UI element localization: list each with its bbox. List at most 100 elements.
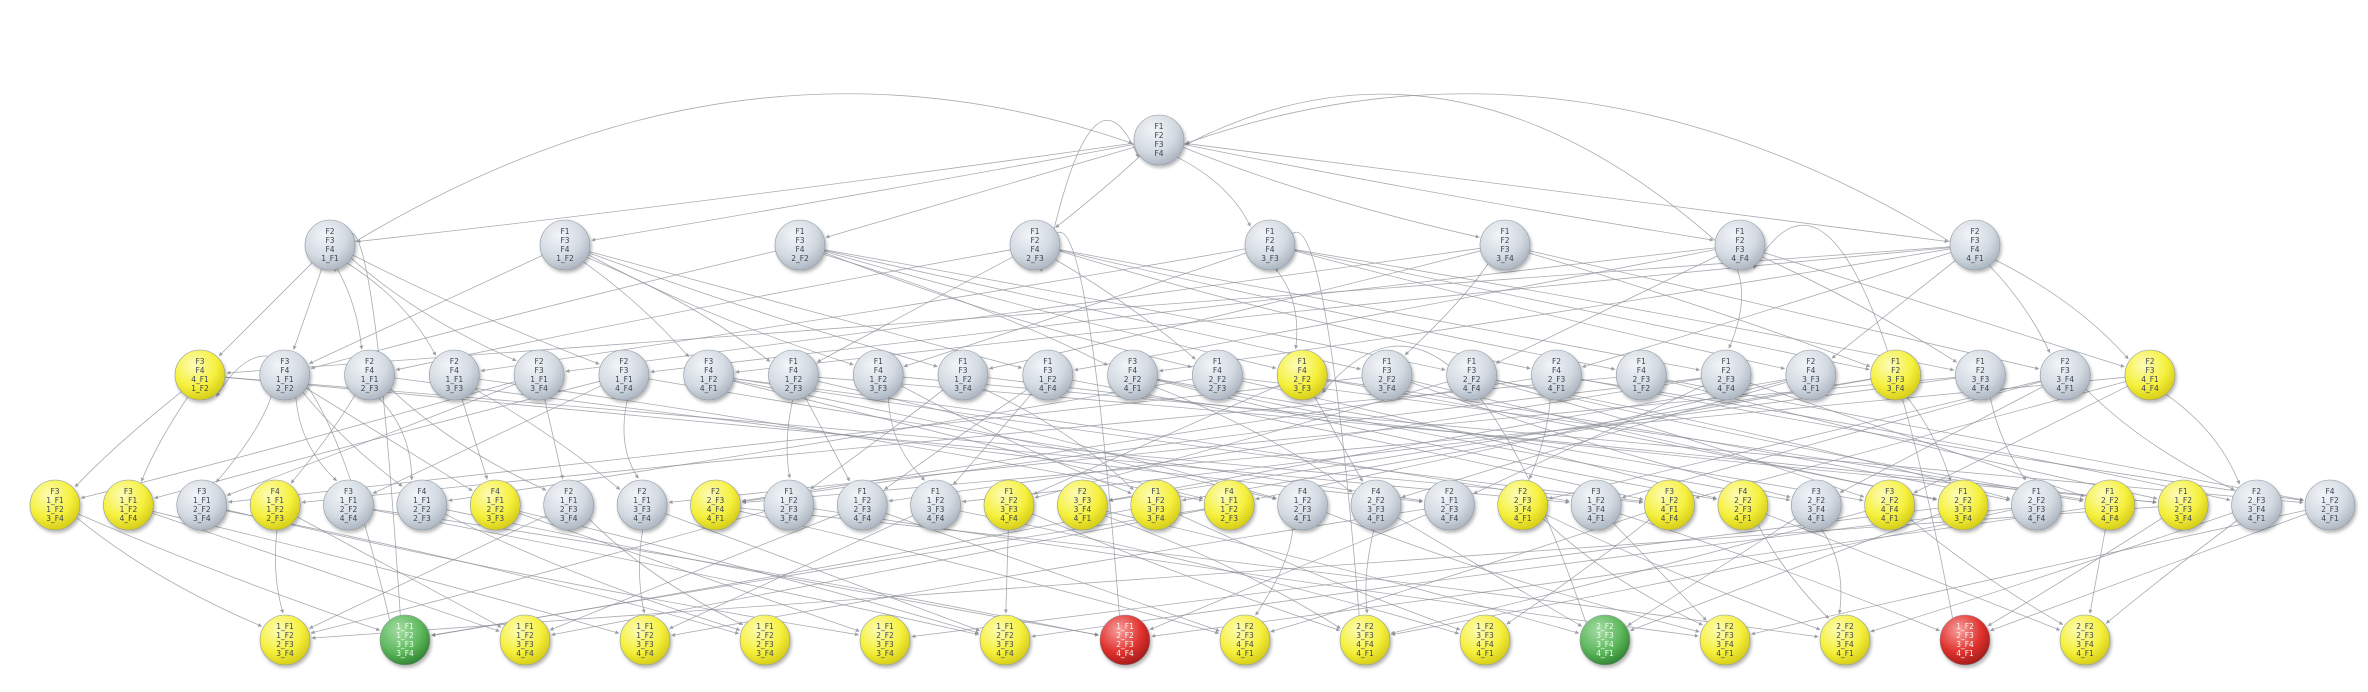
state-node[interactable]: 2_F22_F33_F44_F1 [2059, 614, 2111, 666]
state-node[interactable]: 2_F23_F33_F44_F1 [1579, 614, 1631, 666]
state-node[interactable]: F41_F22_F34_F1 [1277, 479, 1328, 531]
state-node-label: 1_F1 [340, 496, 358, 505]
state-node[interactable]: 1_F12_F23_F34_F4 [979, 614, 1031, 666]
state-node[interactable]: 1_F22_F33_F44_F1 [1939, 614, 1991, 666]
state-node[interactable]: F23_F33_F44_F1 [1057, 479, 1108, 531]
state-node[interactable]: 1_F11_F23_F34_F4 [499, 614, 551, 666]
state-node-label: 3_F4 [876, 649, 894, 658]
state-node[interactable]: 2_F22_F33_F44_F1 [1819, 614, 1871, 666]
state-node-label: 4_F1 [1548, 384, 1566, 393]
state-node[interactable]: F21_F12_F34_F4 [1424, 479, 1475, 531]
state-node-label: 4_F4 [1717, 384, 1735, 393]
state-node[interactable]: F32_F24_F44_F1 [1864, 479, 1915, 531]
state-node[interactable]: 1_F12_F22_F34_F4 [1099, 614, 1151, 666]
state-node[interactable]: F22_F34_F44_F1 [690, 479, 741, 531]
state-node[interactable]: F12_F23_F34_F4 [2011, 479, 2062, 531]
edge-n3_19-to-n4_7 [1149, 514, 1427, 631]
state-node[interactable]: F42_F23_F34_F1 [1350, 479, 1402, 531]
state-node[interactable]: F41_F22_F34_F1 [2304, 479, 2356, 531]
state-node[interactable]: F41_F12_F23_F3 [469, 479, 521, 531]
state-node-label: F1 [1265, 227, 1274, 236]
state-node[interactable]: 1_F22_F34_F44_F1 [1219, 614, 1271, 666]
state-node[interactable]: F12_F22_F34_F4 [2084, 479, 2136, 531]
state-node-label: F2 [1722, 366, 1731, 375]
state-node[interactable]: 1_F11_F23_F33_F4 [379, 614, 431, 666]
state-node-label: F1 [1298, 357, 1307, 366]
state-node[interactable]: 1_F22_F33_F44_F1 [1699, 614, 1751, 666]
state-node[interactable]: F11_F23_F33_F4 [1130, 479, 1182, 531]
state-node[interactable]: F22_F33_F44_F1 [1497, 479, 1548, 531]
state-node[interactable]: F11_F22_F33_F4 [763, 479, 815, 531]
state-node-label: 1_F1 [530, 375, 548, 384]
state-node[interactable]: F22_F33_F44_F1 [2231, 479, 2282, 531]
state-node-label: F3 [619, 366, 628, 375]
state-node-label: F1 [874, 357, 883, 366]
state-node[interactable]: F11_F23_F34_F4 [910, 479, 961, 531]
state-node[interactable]: 1_F11_F22_F33_F4 [259, 614, 311, 666]
state-node[interactable]: F31_F23_F44_F1 [1570, 479, 1622, 531]
state-node[interactable]: F11_F22_F34_F4 [836, 479, 888, 531]
state-node-label: F1 [789, 357, 798, 366]
state-node[interactable]: 2_F23_F34_F44_F1 [1339, 614, 1391, 666]
edge-n2_2-to-n3_3 [290, 394, 356, 484]
state-node[interactable]: F32_F23_F44_F1 [1791, 479, 1842, 531]
state-node[interactable]: F42_F22_F34_F1 [1717, 479, 1769, 531]
state-node[interactable]: 1_F12_F23_F33_F4 [859, 614, 911, 666]
state-node[interactable]: F31_F12_F24_F4 [323, 479, 374, 531]
state-node[interactable]: F41_F11_F22_F3 [249, 479, 301, 531]
state-node[interactable]: F11_F22_F33_F4 [2157, 479, 2209, 531]
state-node[interactable]: F31_F11_F24_F4 [103, 479, 154, 531]
edge-n3_7-to-n4_0 [309, 515, 547, 629]
state-node[interactable]: F31_F12_F23_F4 [176, 479, 228, 531]
state-node-label: F4 [1738, 487, 1747, 496]
state-node[interactable]: F31_F11_F23_F4 [29, 479, 81, 531]
state-node[interactable]: 1_F23_F34_F44_F1 [1459, 614, 1511, 666]
state-node-label: 2_F3 [1116, 640, 1134, 649]
state-node[interactable]: F41_F12_F22_F3 [396, 479, 448, 531]
state-node[interactable]: F31_F24_F14_F4 [1644, 479, 1695, 531]
state-node[interactable]: 1_F11_F23_F34_F4 [619, 614, 671, 666]
state-node-label: 4_F4 [633, 514, 651, 523]
state-node[interactable]: F21_F13_F34_F4 [616, 479, 668, 531]
state-node[interactable]: F12_F23_F33_F4 [1937, 479, 1989, 531]
state-node[interactable]: F21_F12_F33_F4 [543, 479, 595, 531]
state-node[interactable]: 1_F12_F22_F33_F4 [739, 614, 791, 666]
state-node[interactable]: F41_F11_F22_F3 [1203, 479, 1255, 531]
state-node[interactable]: F12_F23_F34_F4 [983, 479, 1035, 531]
edge-n2_23-to-n3_25 [1913, 385, 2128, 494]
edge-n1_3-to-n2_12 [1055, 259, 1196, 360]
